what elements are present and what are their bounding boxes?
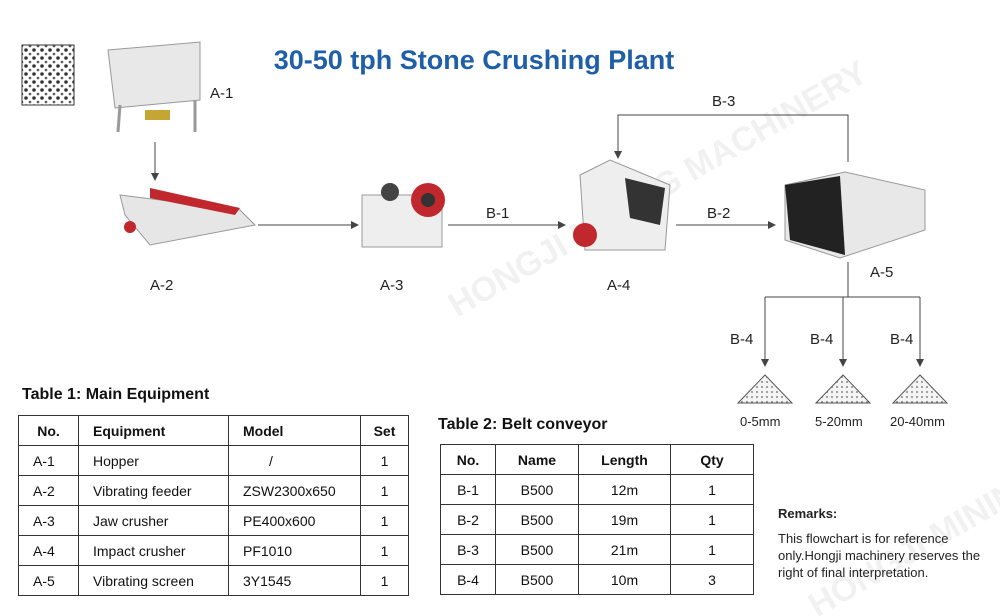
table-cell: 19m [578,504,671,535]
table-cell: B500 [495,534,579,565]
header-cell: Equipment [78,415,229,446]
vibrating-feeder-machine [119,188,257,246]
label-a1: A-1 [210,85,234,102]
stone-material-icon [21,44,75,106]
table-cell: Vibrating screen [78,565,229,596]
table-cell: B500 [495,474,579,505]
table-cell: A-5 [18,565,79,596]
header-cell: Model [228,415,361,446]
table2-title: Table 2: Belt conveyor [438,416,608,433]
table-cell: ZSW2300x650 [228,475,361,506]
label-b1: B-1 [486,205,510,222]
jaw-crusher-machine [361,183,445,248]
table-cell: 1 [360,505,409,536]
table-cell: PF1010 [228,535,361,566]
table-cell: Impact crusher [78,535,229,566]
table-cell: Vibrating feeder [78,475,229,506]
header-cell: Qty [670,444,754,475]
remarks-title: Remarks: [778,506,838,521]
table-cell: 1 [360,445,409,476]
table-header-row: No. Name Length Qty [440,444,754,475]
table-cell: / [228,445,361,476]
conveyor-b3-arrow [614,114,849,162]
remarks: Remarks: This flowchart is for reference… [778,505,993,581]
hopper-machine [107,41,201,133]
table-cell: A-3 [18,505,79,536]
table-cell: 21m [578,534,671,565]
table-cell: B-4 [440,564,496,595]
vibrating-screen-machine [784,171,926,259]
header-cell: No. [440,444,496,475]
table-cell: Jaw crusher [78,505,229,536]
header-cell: Name [495,444,579,475]
label-a2: A-2 [150,277,174,294]
table-cell: B-1 [440,474,496,505]
table-cell: B-3 [440,534,496,565]
label-b4: B-4 [890,331,914,348]
table-cell: 3 [670,564,754,595]
table-cell: A-1 [18,445,79,476]
table-cell: 3Y1545 [228,565,361,596]
label-b4: B-4 [810,331,834,348]
label-a4: A-4 [607,277,631,294]
label-b3: B-3 [712,93,736,110]
product-size: 0-5mm [740,414,781,429]
table-cell: 1 [670,474,754,505]
product-pile [736,374,794,404]
table-cell: 1 [670,504,754,535]
table-cell: B-2 [440,504,496,535]
label-b2: B-2 [707,205,731,222]
table-cell: 1 [360,535,409,566]
table-cell: 1 [360,565,409,596]
table-cell: 1 [670,534,754,565]
label-b4: B-4 [730,331,754,348]
label-a5: A-5 [870,264,894,281]
table-cell: B500 [495,564,579,595]
page-title: 30-50 tph Stone Crushing Plant [273,45,675,75]
product-size: 20-40mm [890,414,945,429]
table-cell: B500 [495,504,579,535]
table-cell: 1 [360,475,409,506]
product-size: 5-20mm [815,414,863,429]
table-cell: 10m [578,564,671,595]
header-cell: Length [578,444,671,475]
header-cell: No. [18,415,79,446]
product-pile [814,374,872,404]
table-header-row: No. Equipment Model Set [18,415,409,446]
product-pile [891,374,949,404]
table-cell: PE400x600 [228,505,361,536]
impact-crusher-machine [573,159,671,251]
header-cell: Set [360,415,409,446]
table-cell: Hopper [78,445,229,476]
table1-title: Table 1: Main Equipment [22,386,210,403]
table-cell: A-4 [18,535,79,566]
table-cell: 12m [578,474,671,505]
remarks-text: This flowchart is for reference only.Hon… [778,531,981,580]
label-a3: A-3 [380,277,404,294]
table-cell: A-2 [18,475,79,506]
